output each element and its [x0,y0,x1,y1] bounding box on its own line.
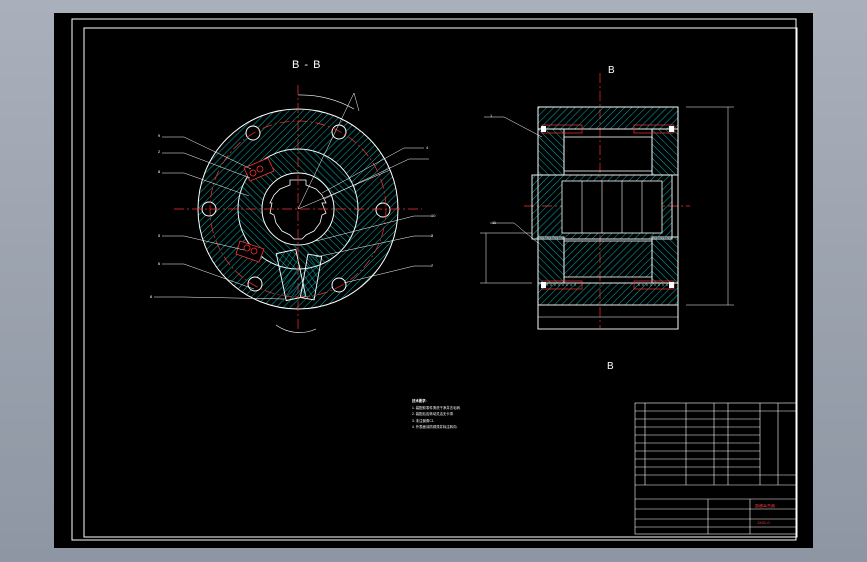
svg-text:5: 5 [158,233,161,238]
svg-text:8: 8 [150,294,153,299]
section-view-bb: 9 2 8 5 6 8 4 10 3 7 [150,85,436,333]
notes-line: 4. 外表面涂防锈漆并标注转向. [412,425,458,430]
drawing-name: 超越离合器 [755,504,775,508]
svg-text:2: 2 [158,149,161,154]
view-arrow-label-top: B [608,65,615,76]
notes-heading: 技术要求: [412,399,427,403]
section-view-label: B - B [292,59,322,71]
cad-drawing-viewport[interactable]: 9 2 8 5 6 8 4 10 3 7 [54,13,813,548]
svg-text:1: 1 [490,113,493,118]
notes-line: 3. 未注倒角C1. [412,418,435,423]
notes-line: 2. 装配后应转动灵活无卡滞. [412,412,455,417]
outer-frame [71,18,797,541]
svg-text:7: 7 [431,263,434,268]
drawing-code: JX01-0 [757,521,770,525]
svg-text:10: 10 [431,213,436,218]
title-block-grid [634,402,797,535]
side-view: 1 11 [480,73,734,330]
svg-text:11: 11 [492,220,497,225]
notes-line: 1. 装配前零件清洗干净并去毛刺. [412,405,461,410]
cad-drawing: 9 2 8 5 6 8 4 10 3 7 [71,18,798,541]
svg-text:3: 3 [431,233,434,238]
view-arrow-label-bottom: B [607,361,614,372]
svg-text:4: 4 [426,145,429,150]
bolt-hole [331,124,347,140]
title-block: 超越离合器 JX01-0 [635,403,796,534]
svg-text:6: 6 [158,261,161,266]
bolt-hole [375,202,391,218]
svg-text:8: 8 [158,169,161,174]
bolt-hole [331,277,347,293]
inner-frame [83,27,798,538]
bolt-hole [247,276,263,292]
svg-text:9: 9 [158,133,161,138]
technical-requirements: 技术要求: 1. 装配前零件清洗干净并去毛刺. 2. 装配后应转动灵活无卡滞. … [412,398,502,431]
